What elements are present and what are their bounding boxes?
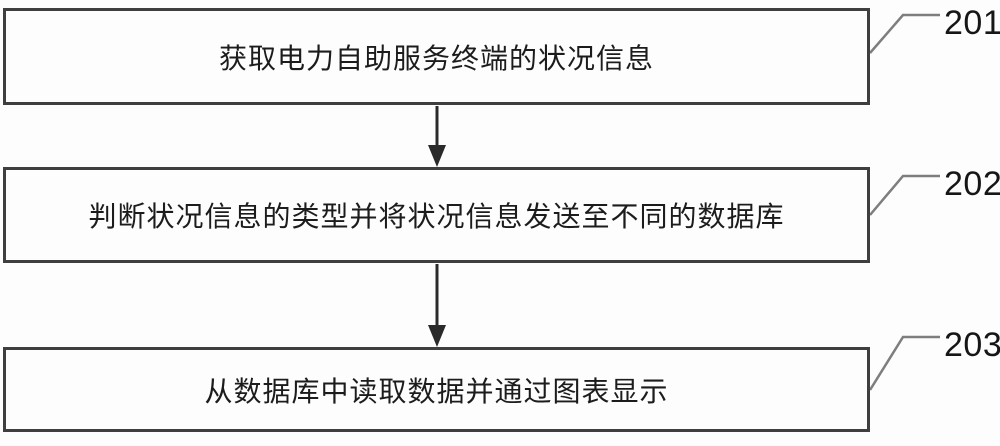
leader-line-201 <box>869 13 940 54</box>
step-202-text: 判断状况信息的类型并将状况信息发送至不同的数据库 <box>88 202 785 233</box>
leader-line-202 <box>869 174 940 216</box>
step-201-text: 获取电力自助服务终端的状况信息 <box>218 43 654 75</box>
leader-line-203 <box>868 335 940 391</box>
ref-label-203: 203 <box>944 326 1000 364</box>
step-box-203: 从数据库中读取数据并通过图表显示 <box>3 347 870 432</box>
ref-label-202: 202 <box>944 165 1000 203</box>
step-box-202: 判断状况信息的类型并将状况信息发送至不同的数据库 <box>3 167 870 263</box>
ref-label-201: 201 <box>944 4 1000 42</box>
step-box-201: 获取电力自助服务终端的状况信息 <box>3 8 870 105</box>
flow-arrow-201-202-head <box>428 145 446 167</box>
step-203-text: 从数据库中读取数据并通过图表显示 <box>204 376 669 408</box>
flow-arrow-202-203-head <box>428 325 446 347</box>
